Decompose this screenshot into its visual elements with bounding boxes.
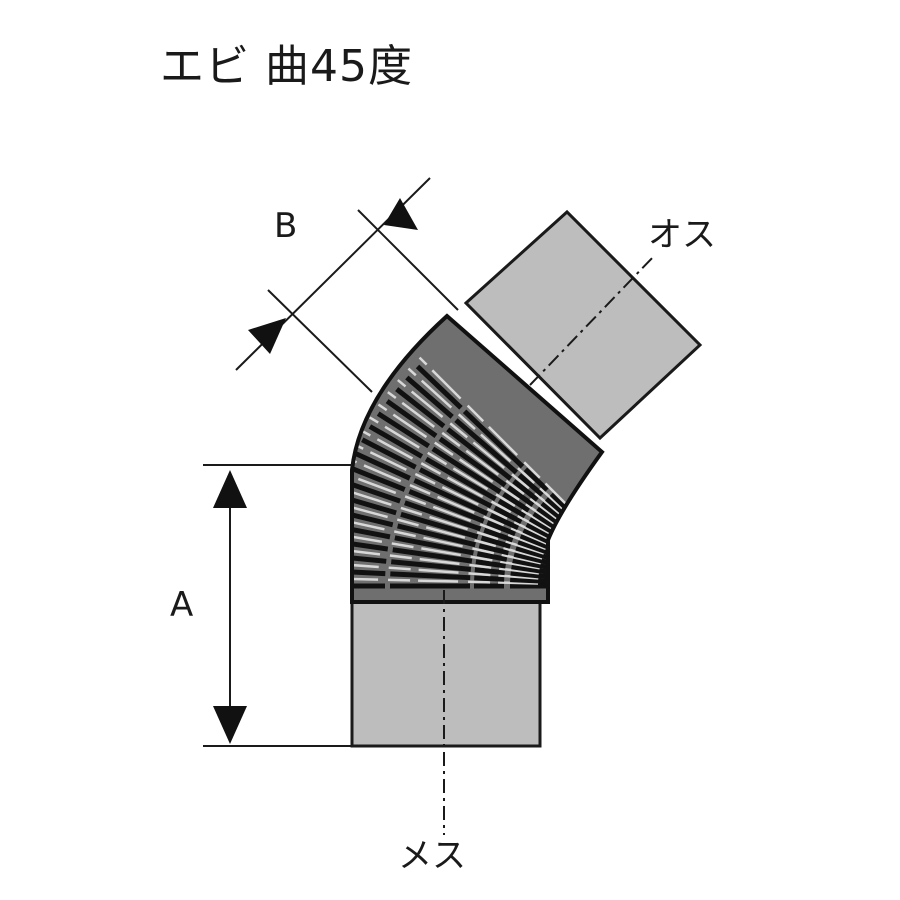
page-title: エビ 曲45度 <box>160 41 413 92</box>
bellows-rib <box>372 408 586 549</box>
bellows-rib <box>353 443 580 555</box>
bellows-rib <box>352 457 578 558</box>
bellows-rib <box>352 552 571 582</box>
dim-b-arrow-lower <box>248 318 286 354</box>
male-pipe <box>463 209 703 441</box>
dimension-b-label: B <box>274 206 298 246</box>
bellows-rib <box>352 568 571 585</box>
dim-a-arrow-down <box>213 706 247 744</box>
bellows-rib <box>352 577 571 586</box>
bellows-rib <box>352 449 580 558</box>
bellows-rib <box>352 492 575 568</box>
bellows-rib <box>352 471 577 562</box>
bellows-outline <box>350 313 605 604</box>
bellows-rib <box>352 546 571 579</box>
bellows-rib <box>397 379 592 541</box>
dim-b-arrow-upper <box>384 198 418 230</box>
dim-b-extension-inner <box>357 209 459 311</box>
bellows-rib <box>352 522 573 575</box>
bellows-rib <box>352 530 572 575</box>
bellows-rib <box>352 486 575 565</box>
male-center-line <box>529 254 656 386</box>
bellows-rib <box>352 500 574 568</box>
bellows-rib <box>352 515 573 572</box>
bellows-rib <box>352 561 571 582</box>
bellows-rib <box>381 396 589 546</box>
bellows-rib <box>369 416 584 549</box>
bellows-rib <box>387 391 589 543</box>
bellows-rib <box>356 435 582 555</box>
bellows-rib <box>364 421 584 552</box>
bellows-rib <box>352 477 576 565</box>
bellows-rib <box>377 403 587 546</box>
bellows <box>352 316 602 602</box>
bellows-rib <box>391 384 591 543</box>
dim-a-arrow-up <box>213 470 247 508</box>
bellows-rib <box>352 507 574 571</box>
dim-b-extension-outer <box>267 289 373 393</box>
female-pipe <box>350 596 542 748</box>
female-end-label: メス <box>398 836 466 876</box>
bellows-rib <box>360 429 582 552</box>
bellows-rib <box>352 537 572 578</box>
male-end-label: オス <box>648 215 716 255</box>
bellows-rib <box>401 372 594 540</box>
dimension-a-label: A <box>170 585 194 625</box>
bellows-rib <box>352 463 578 561</box>
